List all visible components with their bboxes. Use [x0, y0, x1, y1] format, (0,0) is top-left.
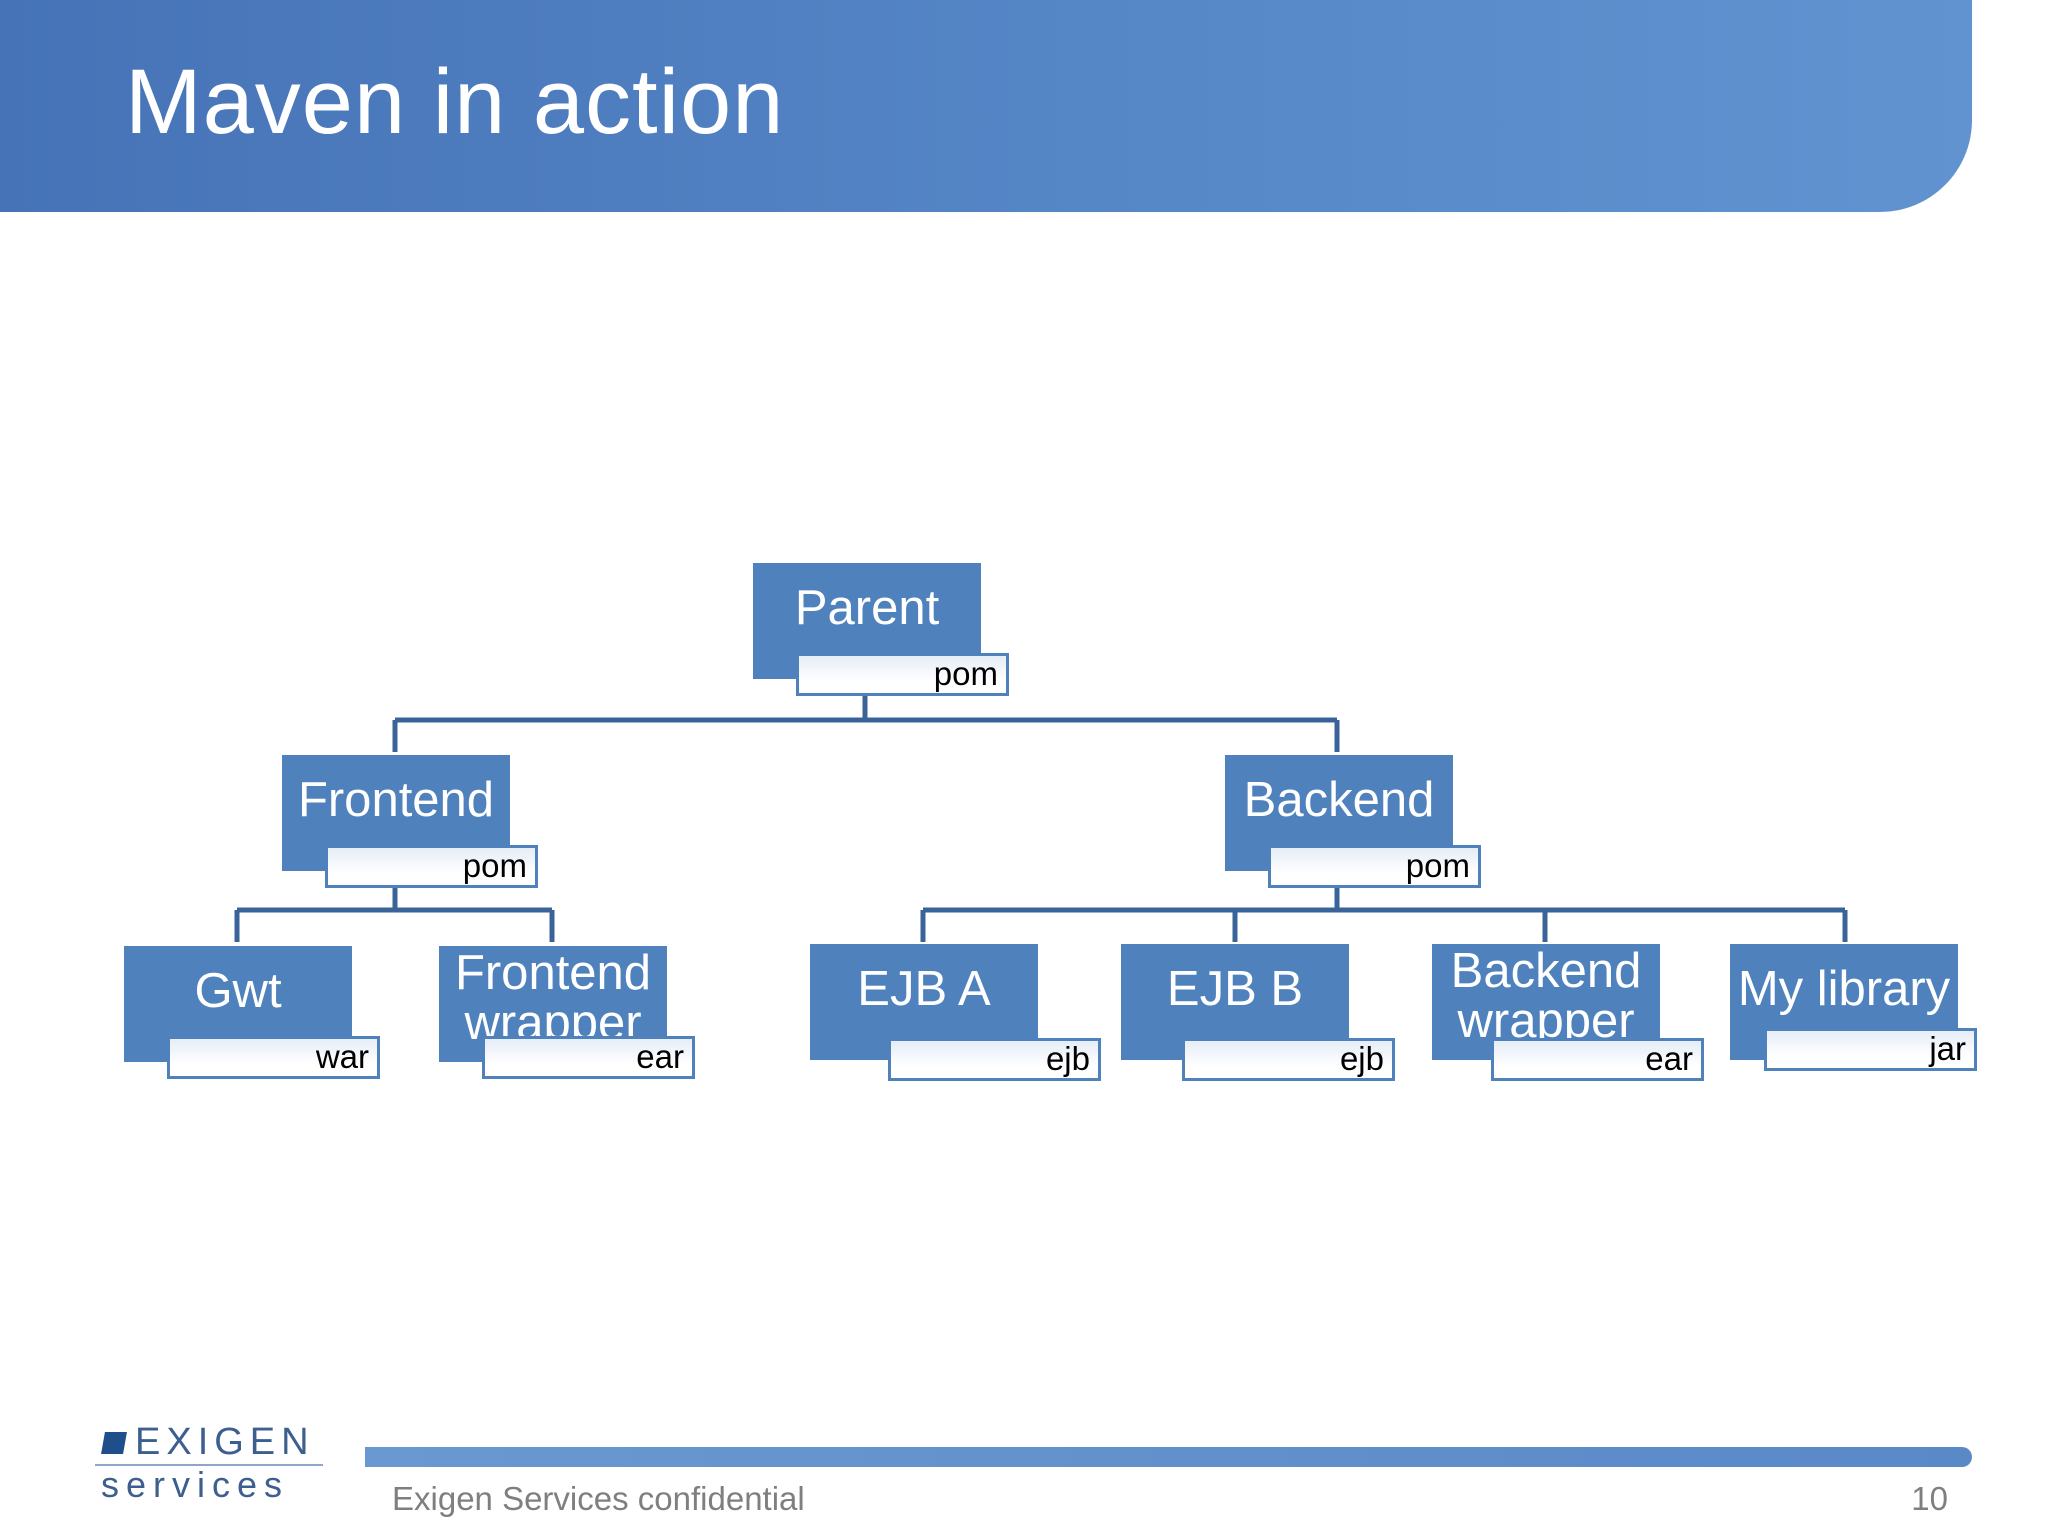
node-gwt-packaging: war — [167, 1036, 380, 1079]
title-banner — [0, 0, 1972, 212]
logo-mark-icon — [101, 1432, 127, 1454]
logo-top-text: EXIGEN — [135, 1421, 315, 1463]
exigen-services-logo: EXIGEN services — [95, 1421, 325, 1505]
node-my-library-packaging: jar — [1764, 1028, 1977, 1071]
node-ejb-a-name: EJB A — [810, 944, 1038, 1060]
footer-bar — [365, 1447, 1972, 1467]
node-ejb-a-packaging: ejb — [888, 1038, 1101, 1081]
page-number: 10 — [1911, 1480, 1948, 1517]
footer-confidential-text: Exigen Services confidential — [392, 1480, 805, 1517]
node-backend-wrapper-packaging: ear — [1491, 1038, 1704, 1081]
node-ejb-b-packaging: ejb — [1182, 1038, 1395, 1081]
logo-bottom-text: services — [101, 1464, 290, 1505]
node-frontend-packaging: pom — [325, 845, 538, 888]
node-parent-packaging: pom — [796, 653, 1009, 696]
node-frontend-wrapper-packaging: ear — [482, 1036, 695, 1079]
node-frontend-name: Frontend — [282, 755, 510, 871]
node-backend-packaging: pom — [1268, 845, 1481, 888]
slide-title: Maven in action — [125, 51, 785, 153]
logo-divider — [95, 1464, 323, 1466]
